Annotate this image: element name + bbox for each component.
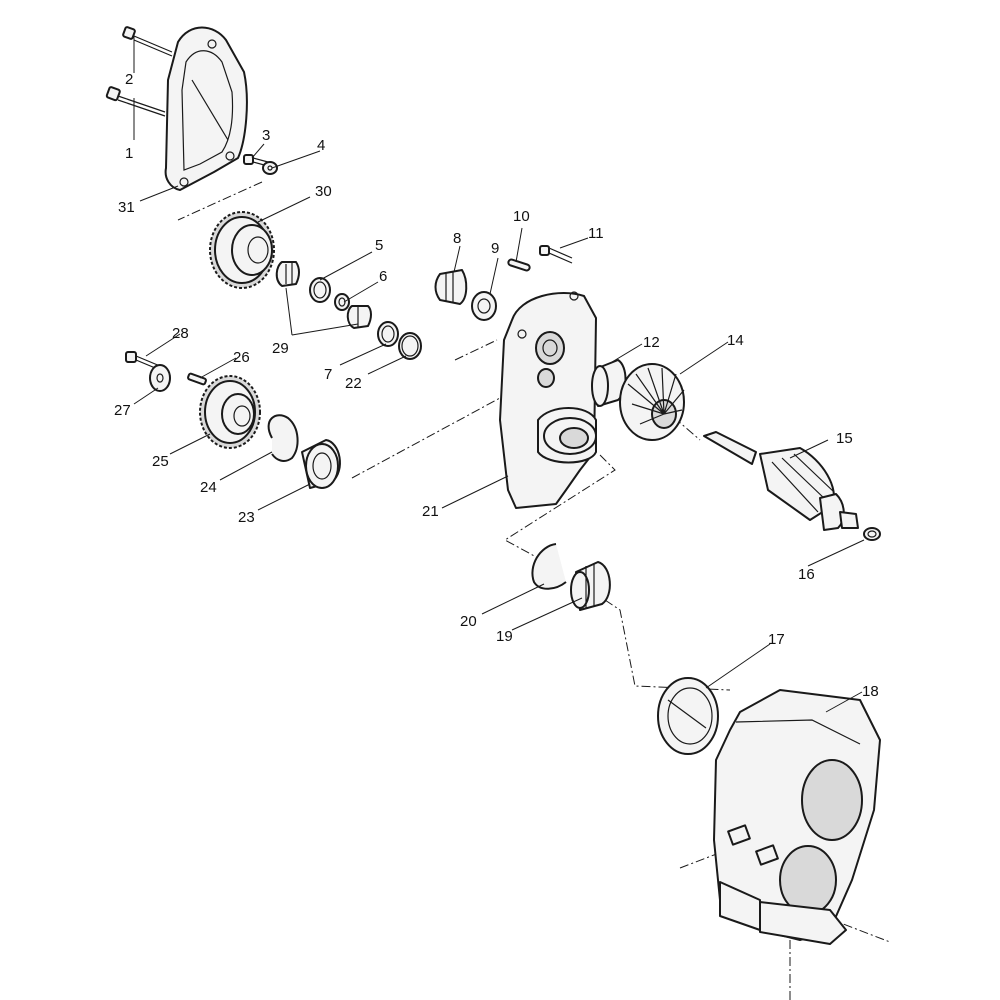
part-25-gear — [199, 375, 261, 449]
part-7-bearing-cage — [346, 305, 372, 329]
callout-5: 5 — [375, 237, 383, 254]
callout-17: 17 — [768, 631, 785, 648]
callout-15: 15 — [836, 430, 853, 447]
part-16-snap-ring — [863, 527, 881, 541]
part-12-sleeve — [591, 359, 627, 407]
callout-1: 1 — [125, 145, 133, 162]
callout-19: 19 — [496, 628, 513, 645]
callout-24: 24 — [200, 479, 217, 496]
callout-31: 31 — [118, 199, 135, 216]
part-17-sleeve — [657, 677, 719, 755]
leader-lines — [133, 36, 865, 713]
part-24-snap-ring — [267, 414, 299, 462]
part-10-pin — [507, 258, 531, 272]
part-22-ring — [377, 321, 422, 360]
callout-29: 29 — [272, 340, 289, 357]
part-31-gear-cover — [164, 26, 248, 191]
callout-21: 21 — [422, 503, 439, 520]
callout-22: 22 — [345, 375, 362, 392]
callout-16: 16 — [798, 566, 815, 583]
part-30-helical-gear — [209, 211, 275, 289]
part-15-armature — [703, 431, 859, 531]
callout-12: 12 — [643, 334, 660, 351]
callout-30: 30 — [315, 183, 332, 200]
part-20-c-clip — [531, 543, 567, 590]
callout-26: 26 — [233, 349, 250, 366]
callout-8: 8 — [453, 230, 461, 247]
part-19-needle-bearing — [570, 561, 611, 611]
part-27-washer — [149, 364, 171, 392]
part-4-washer — [262, 161, 278, 175]
callout-27: 27 — [114, 402, 131, 419]
part-18-motor-housing — [713, 689, 881, 945]
part-28-screw — [125, 351, 161, 371]
part-1-screw — [105, 86, 166, 117]
callout-28: 28 — [172, 325, 189, 342]
part-14-fan — [619, 363, 685, 441]
part-26-key — [187, 372, 207, 386]
part-3-screw — [243, 154, 269, 167]
callout-3: 3 — [262, 127, 270, 144]
part-2-screw — [122, 26, 173, 57]
part-9-washer — [471, 291, 497, 321]
callout-18: 18 — [862, 683, 879, 700]
callout-labels: 2 1 3 4 31 30 5 6 29 7 22 8 9 10 11 12 1… — [114, 71, 879, 700]
callout-6: 6 — [379, 268, 387, 285]
part-8-bearing-cage — [434, 269, 468, 305]
part-21-gear-case — [499, 291, 597, 509]
part-6-washer — [334, 293, 350, 311]
part-23-ball-bearing — [301, 439, 341, 489]
part-11-screw — [539, 245, 573, 264]
callout-20: 20 — [460, 613, 477, 630]
part-29-bearing-cage — [275, 261, 300, 287]
callout-2: 2 — [125, 71, 133, 88]
callout-11: 11 — [588, 225, 604, 242]
callout-23: 23 — [238, 509, 255, 526]
callout-9: 9 — [491, 240, 499, 257]
callout-7: 7 — [324, 366, 332, 383]
part-5-ring — [309, 277, 331, 303]
callout-4: 4 — [317, 137, 325, 154]
callout-10: 10 — [513, 208, 530, 225]
callout-25: 25 — [152, 453, 169, 470]
callout-14: 14 — [727, 332, 744, 349]
